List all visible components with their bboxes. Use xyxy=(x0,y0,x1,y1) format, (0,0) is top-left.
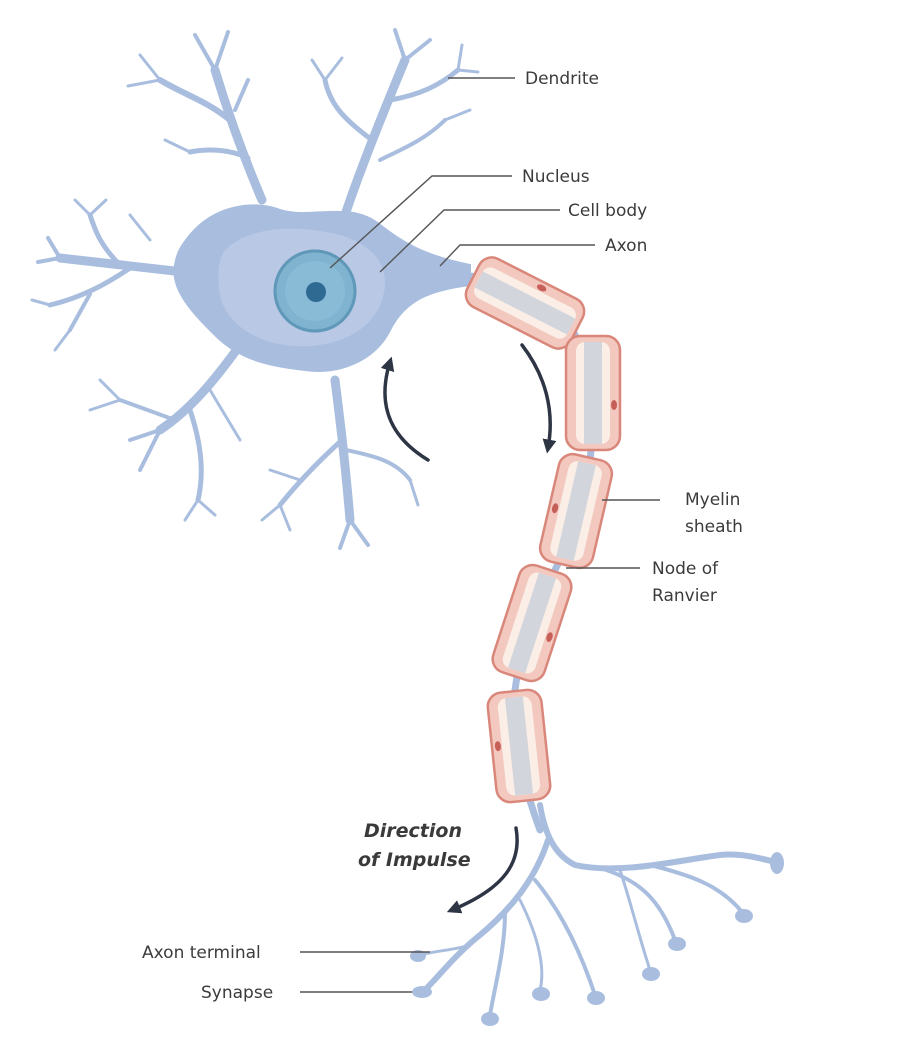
label-direction-line2: of Impulse xyxy=(358,849,471,871)
label-node-line1: Node of xyxy=(652,559,719,579)
myelin-segment xyxy=(464,256,586,350)
synaptic-knob xyxy=(532,987,550,1001)
label-nucleus: Nucleus xyxy=(522,167,590,187)
synaptic-knob xyxy=(668,937,686,951)
myelin-segment xyxy=(564,334,622,452)
label-cell-body: Cell body xyxy=(568,201,647,221)
leader-cell-body xyxy=(379,209,560,273)
synaptic-knob xyxy=(642,967,660,981)
arrow-toward-terminals xyxy=(446,826,519,914)
label-direction-line1: Direction xyxy=(364,820,462,842)
label-axon-terminal: Axon terminal xyxy=(142,943,261,963)
nucleolus xyxy=(306,282,326,302)
label-myelin-line1: Myelin xyxy=(685,490,740,510)
label-node-line2: Ranvier xyxy=(652,586,717,606)
myelin-segment xyxy=(486,688,552,804)
leader-nucleus xyxy=(329,175,512,269)
synaptic-knob xyxy=(587,991,605,1005)
synaptic-knob xyxy=(412,986,432,998)
myelin-sheath xyxy=(464,256,622,804)
synaptic-knob xyxy=(735,909,753,923)
myelin-segment xyxy=(538,452,614,570)
synaptic-knob xyxy=(481,1012,499,1026)
synaptic-knobs xyxy=(410,852,784,1026)
label-synapse: Synapse xyxy=(201,983,273,1003)
arrow-dendrite-to-soma xyxy=(380,356,430,462)
synaptic-knob xyxy=(770,852,784,874)
leader-lines xyxy=(300,77,660,993)
labels: Dendrite Nucleus Cell body Axon Myelin s… xyxy=(142,69,743,1003)
arrow-along-axon xyxy=(520,343,557,454)
leader-axon xyxy=(439,244,595,267)
synaptic-knob xyxy=(410,950,426,962)
label-myelin-line2: sheath xyxy=(685,517,743,537)
impulse-arrows xyxy=(380,343,557,914)
label-axon: Axon xyxy=(605,236,647,256)
myelin-segment xyxy=(491,563,573,683)
label-dendrite: Dendrite xyxy=(525,69,599,89)
axon-terminals xyxy=(418,802,778,1017)
